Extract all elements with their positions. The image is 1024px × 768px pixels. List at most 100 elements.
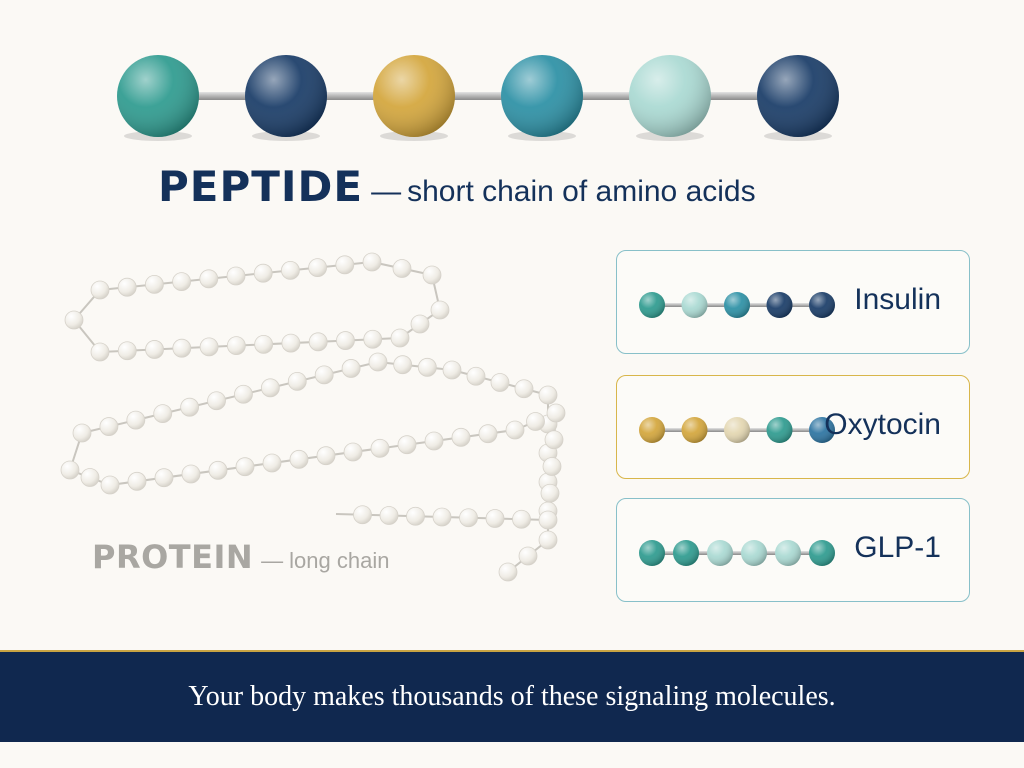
oxytocin-bead-chain — [639, 417, 835, 443]
protein-bead — [422, 265, 442, 285]
protein-bead — [144, 274, 164, 294]
protein-bead — [181, 464, 201, 484]
protein-bead — [126, 410, 146, 430]
protein-bead — [343, 442, 363, 462]
protein-bead — [117, 341, 137, 361]
protein-bead — [207, 391, 226, 411]
protein-bead — [542, 457, 562, 476]
protein-bead — [60, 460, 80, 480]
footer-banner: Your body makes thousands of these signa… — [0, 650, 1024, 742]
mini-bead-highlight — [809, 417, 835, 443]
protein-bead — [72, 423, 92, 443]
protein-bead — [145, 340, 164, 359]
protein-bead — [127, 471, 147, 491]
protein-bead — [392, 259, 412, 278]
protein-bead — [363, 329, 383, 349]
footer-text: Your body makes thousands of these signa… — [188, 681, 836, 712]
mini-bead-highlight — [707, 540, 733, 566]
peptide-chain — [117, 55, 839, 141]
protein-bead — [368, 352, 388, 372]
protein-bead — [514, 379, 534, 399]
example-card-oxytocin: Oxytocin — [616, 375, 970, 479]
mini-bead-highlight — [724, 292, 750, 318]
protein-bead — [314, 365, 334, 385]
mini-bead-highlight — [639, 540, 665, 566]
mini-bead-highlight — [681, 417, 708, 443]
protein-bead — [154, 468, 174, 488]
protein-bead — [180, 397, 200, 417]
mini-bead-highlight — [639, 417, 665, 443]
protein-bead — [308, 332, 328, 352]
protein-bead — [226, 266, 246, 286]
protein-bead — [406, 506, 425, 526]
mini-bead-highlight — [809, 292, 835, 318]
protein-bead — [353, 505, 372, 525]
protein-bead — [390, 328, 410, 348]
protein-bead — [459, 508, 478, 528]
protein-bead — [526, 412, 545, 431]
bead-highlight — [757, 55, 839, 137]
mini-bead-highlight — [741, 540, 767, 566]
mini-bead-highlight — [809, 540, 835, 566]
protein-bead — [538, 530, 558, 550]
protein-dash: — — [261, 548, 284, 573]
example-name: Oxytocin — [824, 408, 941, 441]
protein-bead — [80, 468, 100, 487]
bead-highlight — [373, 55, 455, 137]
protein-bead — [417, 357, 437, 377]
protein-description: long chain — [289, 548, 390, 573]
bead-highlight — [629, 55, 711, 137]
mini-bead-highlight — [639, 292, 665, 318]
protein-bead — [546, 403, 566, 423]
protein-bead — [393, 355, 413, 375]
mini-bead-highlight — [766, 417, 793, 443]
protein-bead — [540, 483, 560, 503]
mini-bead-highlight — [766, 292, 793, 318]
protein-bead — [379, 506, 399, 525]
protein-bead — [235, 457, 255, 477]
protein-bead — [442, 360, 462, 380]
protein-bead — [485, 509, 505, 528]
protein-bead — [289, 449, 309, 469]
example-card-insulin: Insulin — [616, 250, 970, 354]
protein-bead — [260, 378, 280, 398]
protein-bead — [172, 338, 192, 358]
protein-bead — [432, 507, 452, 527]
bead-highlight — [501, 55, 583, 137]
protein-bead — [153, 404, 173, 424]
protein-bead — [498, 562, 518, 582]
protein-bead — [544, 430, 564, 450]
protein-bead — [281, 333, 301, 353]
bead-highlight — [245, 55, 327, 137]
protein-label: PROTEIN —long chain — [92, 538, 389, 576]
protein-bead — [199, 269, 219, 289]
protein-bead — [451, 427, 471, 447]
protein-bead — [335, 255, 355, 275]
protein-bead — [336, 331, 355, 350]
protein-bead — [538, 385, 558, 405]
protein-bead — [478, 424, 498, 444]
mini-bead-highlight — [775, 540, 801, 566]
peptide-description: short chain of amino acids — [407, 175, 756, 208]
protein-bead — [287, 371, 307, 391]
protein-bead — [172, 272, 192, 292]
protein-bead — [254, 334, 274, 354]
protein-bead — [410, 314, 430, 334]
protein-bead — [424, 431, 444, 451]
glp1-bead-chain — [639, 540, 835, 566]
protein-bead — [280, 260, 300, 280]
protein-bead — [362, 252, 382, 272]
protein-bead — [226, 336, 246, 356]
example-card-glp1: GLP-1 — [616, 498, 970, 602]
protein-bead — [253, 263, 273, 283]
example-name: Insulin — [854, 283, 941, 316]
protein-bead — [100, 475, 120, 495]
protein-bead — [370, 438, 390, 458]
protein-title: PROTEIN — [92, 538, 254, 576]
protein-bead — [538, 510, 558, 530]
example-name: GLP-1 — [854, 531, 941, 564]
protein-bead — [341, 359, 361, 378]
protein-bead — [490, 373, 510, 392]
mini-bead-highlight — [673, 540, 699, 566]
